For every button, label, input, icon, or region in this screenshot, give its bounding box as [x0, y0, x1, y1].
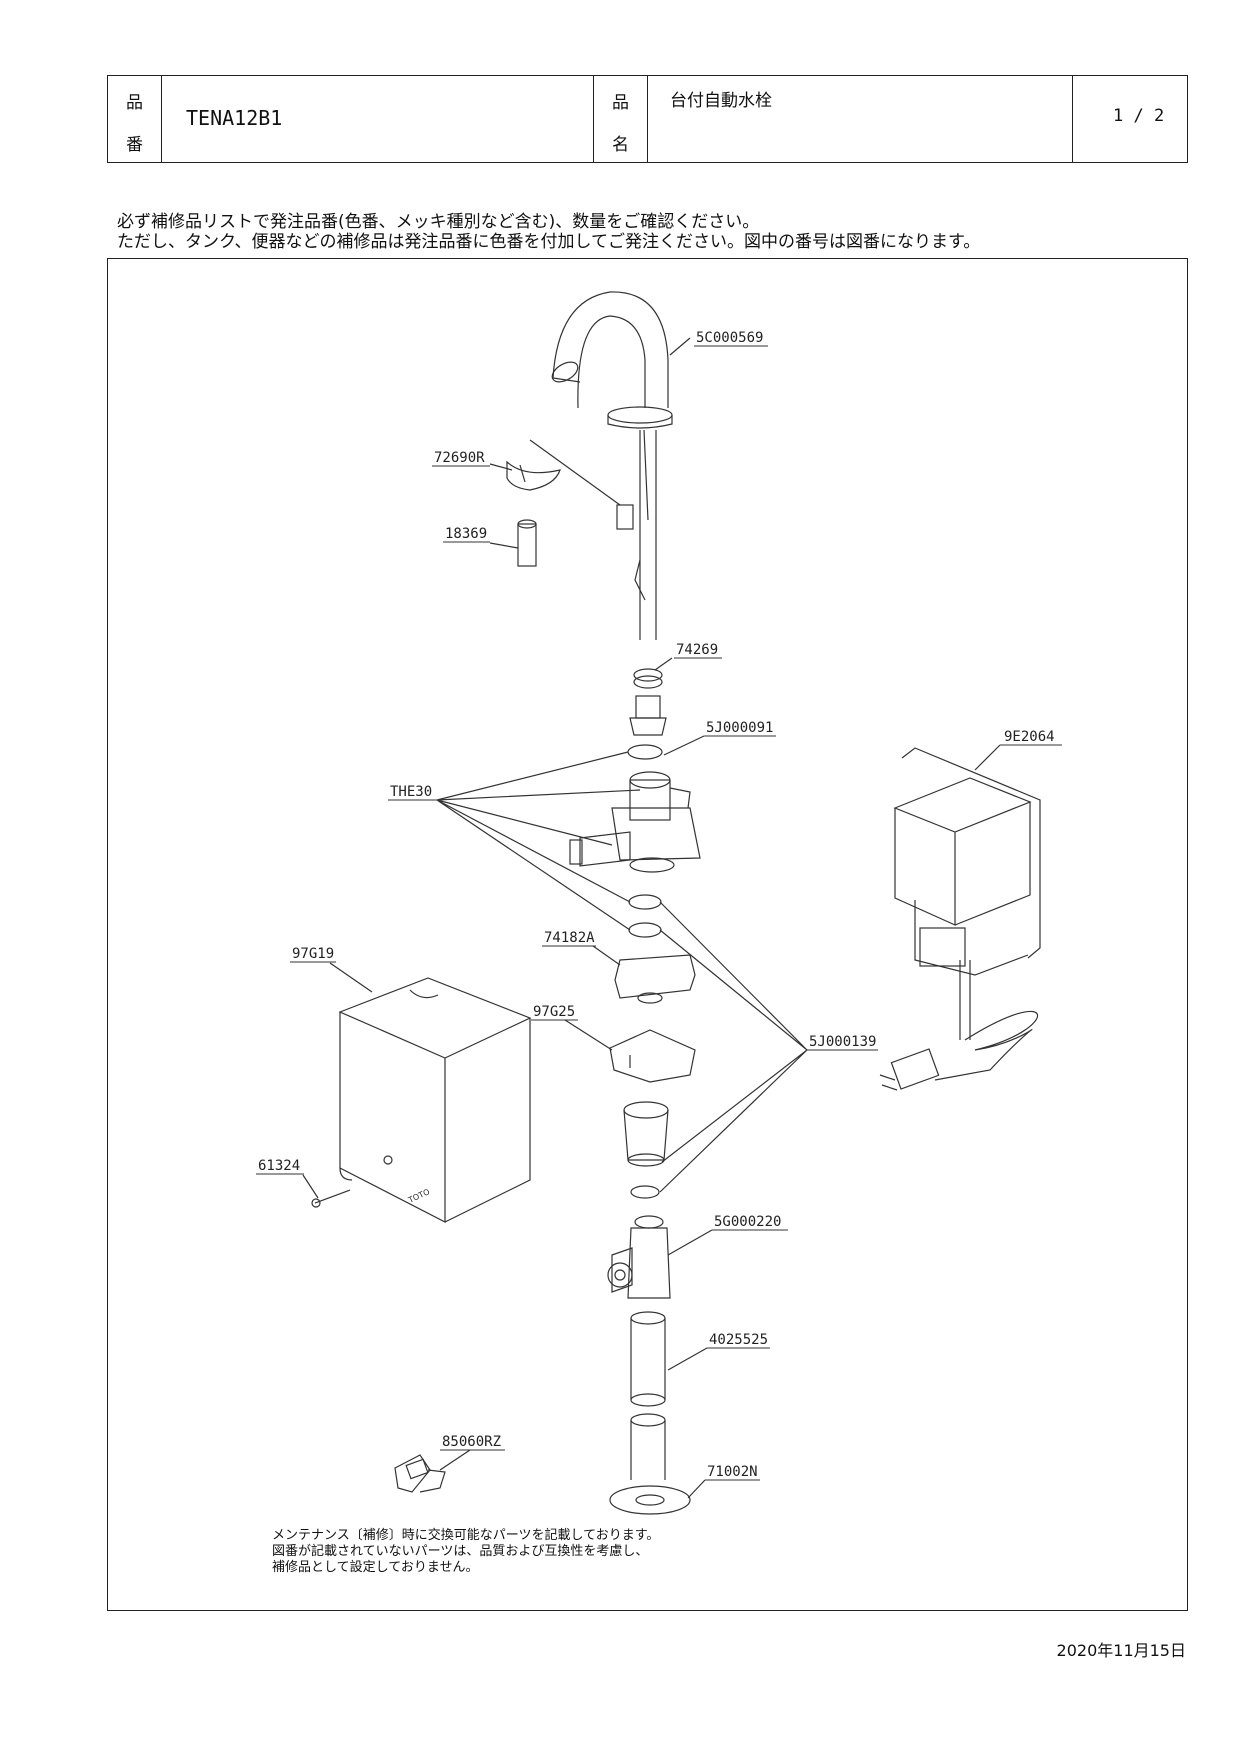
notice-line-1: 必ず補修品リストで発注品番(色番、メッキ種別など含む)、数量をご確認ください。: [117, 212, 760, 232]
part-label-5c000569: 5C000569: [696, 330, 763, 346]
screw-61324: [314, 1189, 351, 1204]
order-notice: 必ず補修品リストで発注品番(色番、メッキ種別など含む)、数量をご確認ください。 …: [117, 212, 980, 252]
leader-line: [439, 1449, 471, 1471]
leader-line: [654, 657, 673, 671]
title-block: 品 番 TENA12B1 品 名 台付自動水栓 1 / 2: [107, 75, 1188, 163]
part-label-4025525: 4025525: [709, 1332, 768, 1348]
o-ring: [628, 922, 662, 938]
part-label-9e2064: 9E2064: [1004, 729, 1055, 745]
pipe-4025525: [630, 1311, 666, 1480]
part-label-5j000091: 5J000091: [706, 720, 773, 736]
o-ring: [628, 894, 662, 910]
diagram-frame: [107, 258, 1188, 1611]
leader-line: [529, 439, 621, 506]
part-label-the30: THE30: [390, 784, 432, 800]
leader-line: [659, 901, 808, 1193]
key-85060rz: [394, 1454, 446, 1493]
leader-line: [667, 1347, 708, 1371]
flange-71002n: [609, 1485, 691, 1515]
part-label-74182a: 74182A: [544, 930, 595, 946]
bracket-74182a: [614, 954, 696, 1004]
maintenance-note-line-3: 補修品として設定しておりません。: [272, 1560, 479, 1575]
product-code-cell: TENA12B1: [162, 76, 594, 162]
notice-line-2: ただし、タンク、便器などの補修品は発注品番に色番を付加してご発注ください。図中の…: [117, 232, 981, 252]
control-box-9e2064: [879, 747, 1041, 1091]
leader-line: [329, 962, 373, 993]
hinban-label-bottom: 番: [126, 135, 143, 155]
fitting-5j000091: [629, 695, 667, 736]
hinmei-label-top: 品: [612, 93, 629, 113]
valve-the30: [569, 771, 701, 873]
leader-line: [564, 1019, 613, 1051]
connector-part: [616, 504, 634, 530]
leader-line: [663, 735, 705, 756]
page-cell: 1 / 2: [1073, 76, 1187, 162]
leader-line: [302, 1174, 319, 1199]
holder-97g25: [609, 1029, 696, 1083]
leader-line: [489, 463, 513, 471]
ring-74269: [633, 668, 663, 682]
clip-72690r: [506, 460, 561, 491]
leader-line: [974, 744, 1001, 771]
part-label-5g000220: 5G000220: [714, 1214, 781, 1230]
spacer-18369: [517, 519, 537, 567]
leader-line: [436, 751, 641, 931]
hinmei-label-cell: 品 名: [594, 76, 648, 162]
part-label-71002n: 71002N: [707, 1464, 758, 1480]
hinban-label-cell: 品 番: [108, 76, 162, 162]
o-ring: [627, 744, 663, 760]
o-ring: [630, 1185, 660, 1199]
part-label-72690r: 72690R: [434, 450, 485, 466]
document-date: 2020年11月15日: [1056, 1641, 1186, 1660]
sleeve-5j000139: [623, 1101, 669, 1167]
product-name-cell: 台付自動水栓: [648, 76, 1073, 162]
leader-line: [489, 542, 519, 549]
maintenance-note-line-2: 図番が記載されていないパーツは、品質および互換性を考慮し、: [272, 1544, 649, 1559]
part-label-18369: 18369: [445, 526, 487, 542]
product-name: 台付自動水栓: [670, 91, 772, 111]
cover-97g19: [338, 977, 532, 1223]
part-label-97g19: 97G19: [292, 946, 334, 962]
part-labels: 5C000569 72690R 18369 74269 5J000091 THE…: [256, 330, 1062, 1481]
leader-line: [592, 945, 621, 966]
part-label-85060rz: 85060RZ: [442, 1434, 501, 1450]
leader-line: [687, 1479, 706, 1499]
spout-part: [551, 291, 673, 640]
page-number: 1 / 2: [1113, 106, 1165, 126]
maintenance-note-line-1: メンテナンス〔補修〕時に交換可能なパーツを記載しております。: [272, 1528, 660, 1543]
part-label-61324: 61324: [258, 1158, 300, 1174]
tee-5g000220: [607, 1215, 671, 1299]
hinmei-label-bottom: 名: [612, 135, 629, 155]
part-label-97g25: 97G25: [533, 1004, 575, 1020]
product-code: TENA12B1: [186, 106, 283, 130]
maintenance-note: メンテナンス〔補修〕時に交換可能なパーツを記載しております。 図番が記載されてい…: [272, 1528, 659, 1576]
part-label-5j000139: 5J000139: [809, 1034, 876, 1050]
leader-line: [669, 337, 691, 356]
hinban-label-top: 品: [126, 93, 143, 113]
cover-logo: TOTO: [406, 1187, 431, 1205]
leader-line: [667, 1229, 713, 1256]
part-label-74269: 74269: [676, 642, 718, 658]
